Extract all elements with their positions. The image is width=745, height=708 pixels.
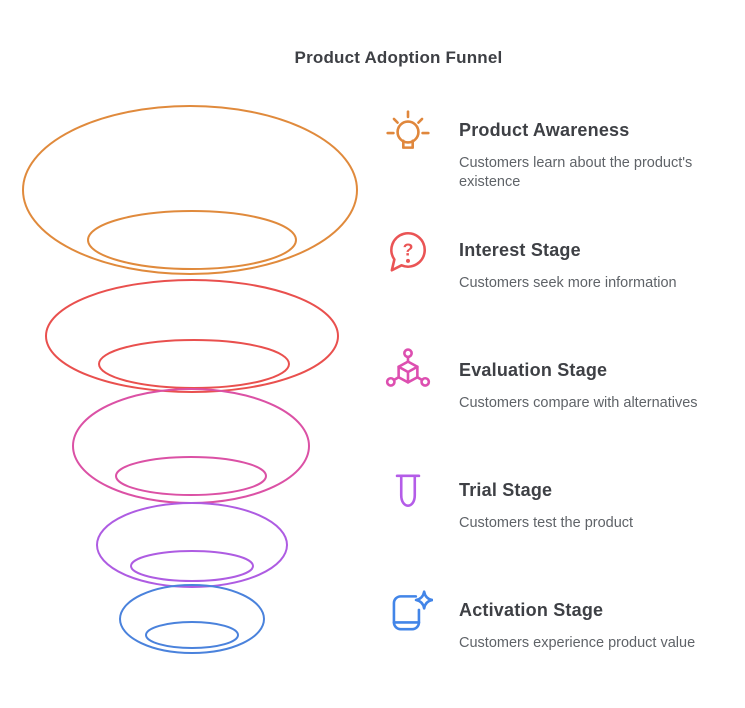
funnel-tier-awareness-mouth bbox=[87, 210, 297, 270]
funnel-tier-trial-outer bbox=[96, 502, 288, 588]
funnel-tier-activation-outer bbox=[119, 584, 265, 654]
stage-name: Activation Stage bbox=[459, 600, 604, 620]
cube-network-icon bbox=[385, 348, 431, 387]
stage-texts: Evaluation Stage Customers compare with … bbox=[459, 345, 739, 413]
stage-texts: Product Awareness Customers learn about … bbox=[459, 105, 739, 192]
funnel-tier-interest bbox=[45, 279, 339, 393]
stage-row-interest: ? Interest Stage Customers seek more inf… bbox=[383, 225, 738, 337]
card-sparkle-icon bbox=[392, 590, 433, 631]
stage-row-evaluation: Evaluation Stage Customers compare with … bbox=[383, 345, 738, 457]
stage-texts: Activation Stage Customers experience pr… bbox=[459, 585, 739, 653]
stage-description: Customers compare with alternatives bbox=[459, 395, 698, 411]
stage-name: Interest Stage bbox=[459, 240, 581, 260]
stage-name: Evaluation Stage bbox=[459, 360, 608, 380]
funnel-tier-awareness-outer bbox=[22, 105, 358, 275]
test-tube-icon bbox=[395, 474, 421, 507]
funnel-tier-evaluation-outer bbox=[72, 388, 310, 504]
stage-description: Customers experience product value bbox=[459, 635, 696, 651]
funnel-tier-awareness bbox=[22, 105, 358, 275]
funnel-tier-interest-outer bbox=[45, 279, 339, 393]
question-mark-glyph: ? bbox=[403, 240, 414, 260]
stage-description: Customers learn about the product's exis… bbox=[459, 155, 693, 190]
stage-row-trial: Trial Stage Customers test the product bbox=[383, 465, 738, 577]
stage-row-activation: Activation Stage Customers experience pr… bbox=[383, 585, 738, 697]
stage-name: Trial Stage bbox=[459, 480, 553, 500]
stage-name: Product Awareness bbox=[459, 120, 630, 140]
funnel-tier-activation-mouth bbox=[145, 621, 239, 649]
stage-texts: Interest Stage Customers seek more infor… bbox=[459, 225, 739, 293]
funnel-tier-activation bbox=[119, 584, 265, 654]
funnel-tier-interest-mouth bbox=[98, 339, 290, 389]
stage-description: Customers seek more information bbox=[459, 275, 677, 291]
lightbulb-icon bbox=[386, 110, 430, 149]
funnel-tier-trial bbox=[96, 502, 288, 588]
stage-texts: Trial Stage Customers test the product bbox=[459, 465, 739, 533]
question-bubble-icon: ? bbox=[390, 232, 427, 272]
funnel-tier-evaluation-mouth bbox=[115, 456, 267, 496]
funnel-graphic bbox=[22, 105, 358, 654]
stage-row-awareness: Product Awareness Customers learn about … bbox=[383, 105, 738, 217]
funnel-tier-evaluation bbox=[72, 388, 310, 504]
stage-description: Customers test the product bbox=[459, 515, 634, 531]
funnel-tier-trial-mouth bbox=[130, 550, 254, 582]
page-title: Product Adoption Funnel bbox=[294, 48, 503, 67]
